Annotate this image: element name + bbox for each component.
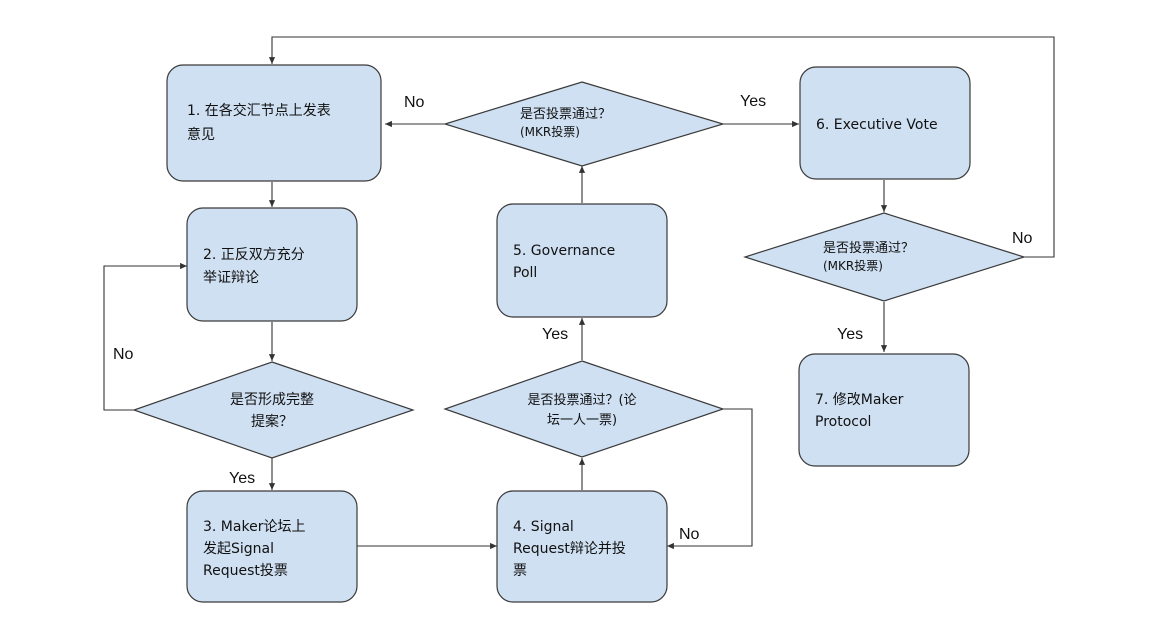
- label-d1-no: No: [113, 346, 134, 363]
- node-2-line-1: 2. 正反双方充分: [203, 247, 305, 263]
- node-3-line-1: 3. Maker论坛上: [203, 519, 305, 535]
- edge-labels: No Yes Yes No No Yes Yes No: [113, 93, 1033, 543]
- process-node-4: 4. Signal Request辩论并投 票: [496, 490, 668, 603]
- node-2-line-2: 举证辩论: [203, 270, 259, 286]
- edge-d2-no-to-n4: [667, 408, 753, 550]
- node-3-line-3: Request投票: [203, 563, 288, 579]
- nodes: 1. 在各交汇节点上发表 意见 2. 正反双方充分 举证辩论 是否形成完整 提案…: [132, 64, 1027, 603]
- decision-node-4: 是否投票通过？ (MKR投票): [743, 212, 1027, 302]
- process-node-3: 3. Maker论坛上 发起Signal Request投票: [186, 490, 358, 603]
- node-4-line-3: 票: [513, 563, 527, 579]
- decision-4-line-2: (MKR投票): [823, 258, 883, 273]
- edge-d1-no-to-n2: [103, 262, 187, 411]
- node-4-line-2: Request辩论并投: [513, 541, 626, 557]
- decision-2-line-2: 坛一人一票): [547, 413, 617, 428]
- node-1-line-2: 意见: [187, 126, 215, 143]
- label-d2-no: No: [679, 526, 700, 543]
- process-node-6: 6. Executive Vote: [799, 66, 971, 180]
- node-7-line-1: 7. 修改Maker: [815, 392, 904, 408]
- node-1-line-1: 1. 在各交汇节点上发表: [187, 102, 331, 119]
- label-d3-no: No: [404, 94, 425, 111]
- decision-1-line-1: 是否形成完整: [230, 392, 314, 408]
- decision-3-line-1: 是否投票通过？: [520, 106, 611, 122]
- label-d2-yes: Yes: [542, 326, 568, 343]
- label-d1-yes: Yes: [229, 470, 255, 487]
- node-6-line-1: 6. Executive Vote: [816, 117, 938, 133]
- label-d4-no: No: [1012, 230, 1033, 247]
- node-3-line-2: 发起Signal: [203, 541, 274, 557]
- label-d4-yes: Yes: [837, 326, 863, 343]
- node-7-line-2: Protocol: [815, 414, 871, 430]
- node-4-line-1: 4. Signal: [513, 519, 574, 535]
- node-5-line-1: 5. Governance: [513, 243, 615, 259]
- node-5-line-2: Poll: [513, 265, 537, 281]
- decision-1-line-2: 提案？: [251, 413, 293, 430]
- edges: [103, 36, 1055, 550]
- process-node-1: 1. 在各交汇节点上发表 意见: [166, 64, 382, 182]
- process-node-5: 5. Governance Poll: [496, 203, 668, 318]
- process-node-2: 2. 正反双方充分 举证辩论: [186, 207, 358, 322]
- decision-node-1: 是否形成完整 提案？: [132, 361, 415, 459]
- decision-node-2: 是否投票通过？(论 坛一人一票): [443, 360, 725, 458]
- process-node-7: 7. 修改Maker Protocol: [798, 353, 970, 467]
- decision-3-line-2: (MKR投票): [520, 124, 580, 139]
- decision-2-line-1: 是否投票通过？(论: [527, 392, 636, 408]
- label-d3-yes: Yes: [740, 93, 766, 110]
- decision-node-3: 是否投票通过？ (MKR投票): [442, 81, 726, 167]
- decision-4-line-1: 是否投票通过？: [823, 240, 914, 256]
- edge-d4-no-to-n1: [268, 36, 1055, 258]
